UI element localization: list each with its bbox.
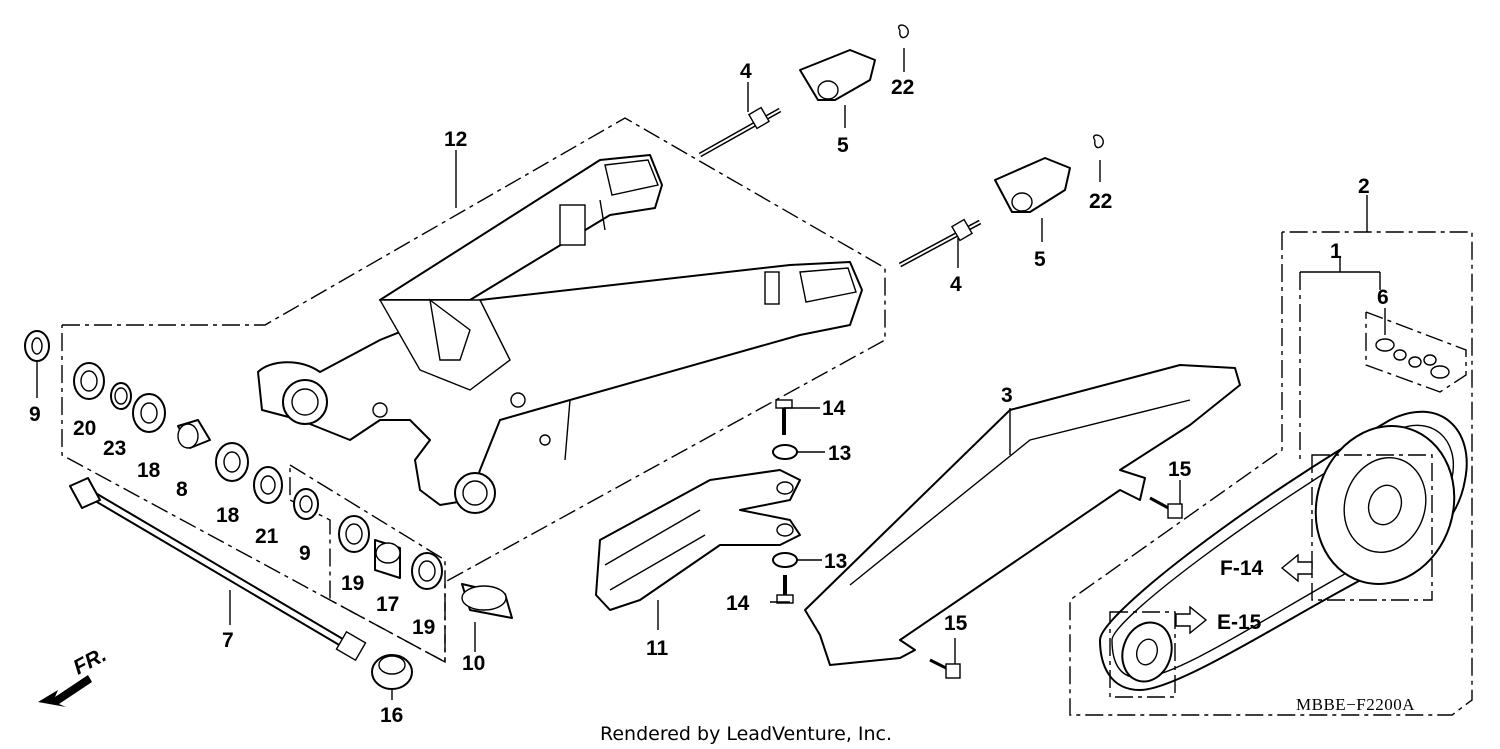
callout-14a: 14 [822, 397, 846, 420]
callout-16: 16 [380, 704, 403, 727]
callout-1: 1 [1330, 240, 1342, 263]
callout-18a: 18 [137, 459, 161, 482]
callout-21: 21 [255, 525, 279, 548]
callout-8: 8 [176, 478, 188, 501]
callout-4a: 4 [740, 60, 752, 83]
callout-5a: 5 [837, 134, 849, 157]
callout-7: 7 [222, 629, 234, 652]
reference-f14: F-14 [1220, 557, 1264, 580]
pivot-nut [371, 654, 413, 690]
callout-labels: 1 2 3 4 4 5 5 6 7 8 9 9 10 11 12 13 13 1… [29, 60, 1389, 727]
callout-14b: 14 [726, 592, 750, 615]
callout-2: 2 [1358, 175, 1370, 198]
guard-bolts [929, 496, 1183, 679]
reference-e15: E-15 [1217, 611, 1262, 634]
diagram-code: MBBE−F2200A [1296, 695, 1415, 714]
callout-6: 6 [1377, 286, 1389, 309]
callout-4b: 4 [950, 273, 962, 296]
drive-chain [1099, 410, 1468, 698]
callout-22a: 22 [891, 76, 914, 99]
leader-lines [36, 48, 1386, 700]
swingarm [257, 154, 863, 514]
reference-arrows [1175, 553, 1313, 635]
group-outlines [61, 117, 1473, 716]
callout-15a: 15 [1168, 458, 1192, 481]
slider-bolts [772, 399, 798, 604]
callout-18b: 18 [216, 504, 240, 527]
callout-13a: 13 [828, 442, 851, 465]
callout-3: 3 [1001, 384, 1013, 407]
callout-17: 17 [376, 593, 399, 616]
callout-5b: 5 [1034, 248, 1046, 271]
callout-10: 10 [462, 652, 485, 675]
callout-11: 11 [646, 637, 669, 660]
callout-9b: 9 [299, 542, 311, 565]
callout-23: 23 [103, 437, 126, 460]
callout-20: 20 [73, 417, 96, 440]
callout-13b: 13 [824, 550, 847, 573]
callout-9a: 9 [29, 403, 41, 426]
callout-22b: 22 [1089, 190, 1112, 213]
pivot-shaft [69, 477, 367, 662]
front-direction-arrow [38, 675, 92, 707]
chain-adjusters [698, 24, 1104, 268]
bearings-and-collars [24, 330, 513, 619]
callout-12: 12 [444, 128, 467, 151]
master-link-kit [1375, 338, 1450, 379]
callout-19a: 19 [341, 572, 364, 595]
credit-text: Rendered by LeadVenture, Inc. [600, 723, 892, 745]
callout-19b: 19 [412, 616, 435, 639]
chain-slider [595, 469, 801, 611]
front-direction-label: FR. [70, 643, 111, 679]
chain-guard [804, 364, 1241, 666]
callout-15b: 15 [944, 612, 968, 635]
